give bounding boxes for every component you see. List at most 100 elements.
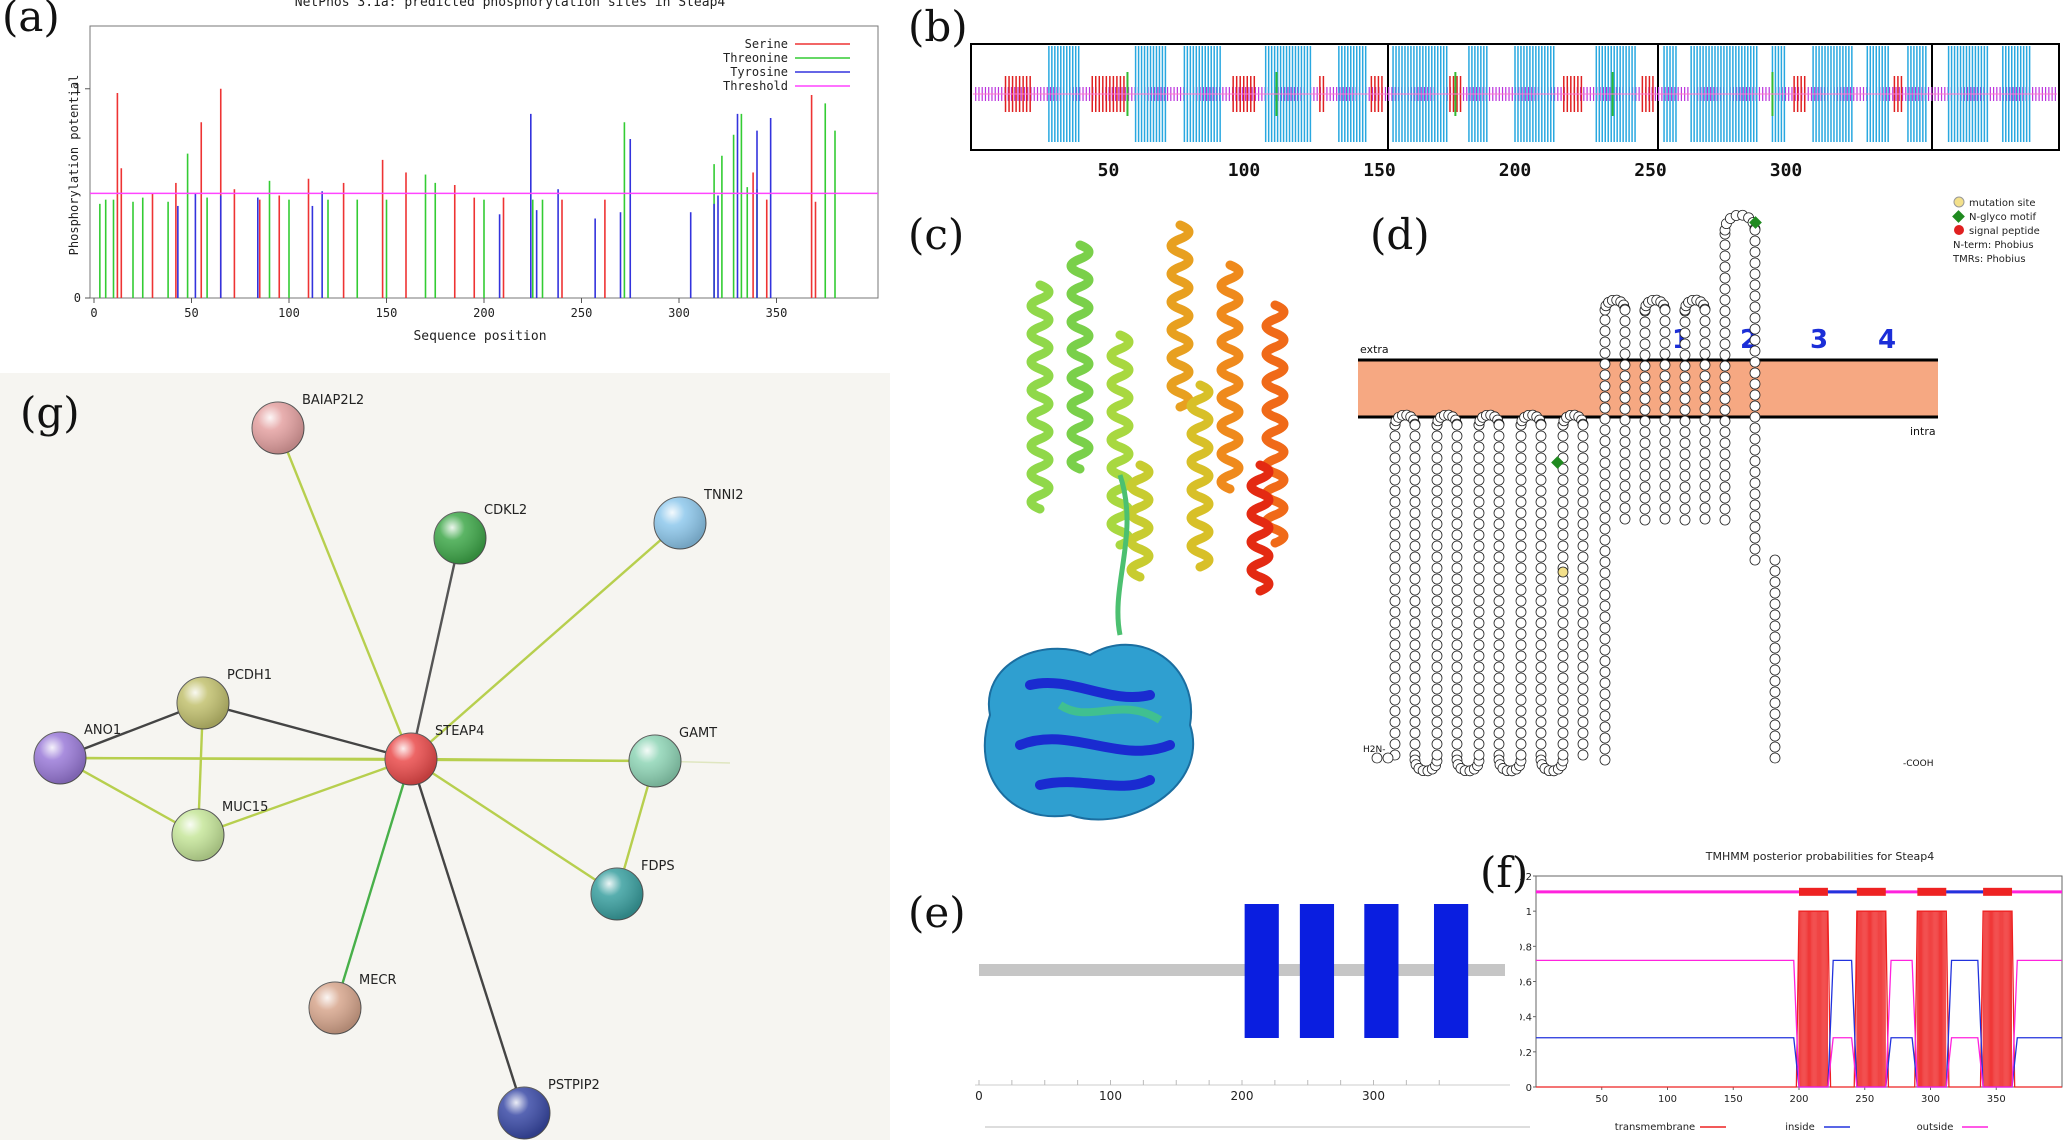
residue [1659,326,1671,338]
residue [1493,496,1505,508]
residue [1451,441,1463,453]
residue [1599,655,1611,667]
residue [1769,620,1781,632]
residue [1535,738,1547,750]
residue [1679,360,1691,372]
tmhmm-y-tick-label: 1.2 [1520,872,1532,883]
domain-tick-label: 200 [1231,1089,1254,1103]
netphos-ylabel: Phosphorylation potential [67,75,81,256]
residue [1577,518,1589,530]
residue [1409,738,1421,750]
residue [1389,661,1401,673]
residue [1431,540,1443,552]
residue [1769,697,1781,709]
residue [1599,457,1611,469]
residue [1431,573,1443,585]
residue [1749,356,1761,368]
residue [1515,749,1527,761]
residue [1515,562,1527,574]
residue [1473,551,1485,563]
residue [1679,382,1691,394]
residue [1557,507,1569,519]
tmhmm-line-outside [1536,959,2062,1088]
residue [1493,727,1505,739]
residue [1409,727,1421,739]
residue [1389,573,1401,585]
network-node: PSTPIP2 [497,1078,600,1140]
residue [1749,268,1761,280]
residue [1679,514,1691,526]
residue [1557,518,1569,530]
residue [1389,463,1401,475]
residue [1473,518,1485,530]
residue [1659,491,1671,503]
residue [1749,554,1761,566]
residue [1389,683,1401,695]
node-shine [172,809,224,861]
residue [1389,551,1401,563]
residue [1599,391,1611,403]
residue [1719,316,1731,328]
residue [1599,358,1611,370]
residue [1577,705,1589,717]
residue [1451,452,1463,464]
network-edge [410,757,618,896]
residue [1749,499,1761,511]
network-node: GAMT [628,726,717,788]
residue [1473,474,1485,486]
residue [1409,463,1421,475]
residue [1535,430,1547,442]
network-edge [410,522,681,760]
residue [1639,503,1651,515]
residue [1769,686,1781,698]
netphos-legend-label: Serine [745,37,788,51]
residue [1619,315,1631,327]
residue [1749,433,1761,445]
residue [1493,507,1505,519]
residue [1473,430,1485,442]
residue [1749,345,1761,357]
residue [1719,239,1731,251]
network-edge [59,756,656,763]
residue [1599,677,1611,689]
residue [1473,573,1485,585]
residue [1749,543,1761,555]
residue [1557,441,1569,453]
residue [1639,360,1651,372]
netphos-legend-label: Threshold [723,79,788,93]
residue [1493,518,1505,530]
residue [1389,595,1401,607]
residue [1431,705,1443,717]
residue [1473,683,1485,695]
residue [1699,414,1711,426]
residue [1515,595,1527,607]
network-node: MECR [308,973,397,1035]
residue [1769,719,1781,731]
residue [1409,430,1421,442]
c-terminus: -COOH [1903,759,1933,769]
residue [1451,463,1463,475]
residue [1557,661,1569,673]
residue [1409,683,1421,695]
residue [1699,502,1711,514]
network-node: ANO1 [33,723,121,785]
residue [1431,452,1443,464]
residue [1769,576,1781,588]
residue [1535,639,1547,651]
residue [1749,301,1761,313]
residue [1409,474,1421,486]
residue [1473,540,1485,552]
residue [1639,514,1651,526]
residue [1619,425,1631,437]
residue [1599,721,1611,733]
residue [1535,540,1547,552]
residue [1389,716,1401,728]
residue [1599,468,1611,480]
residue [1699,348,1711,360]
tm-domain-box [1433,904,1469,1038]
residue [1557,496,1569,508]
residue [1719,382,1731,394]
topology-legend: mutation site N-glyco motif signal pepti… [1952,196,2040,265]
residue [1535,694,1547,706]
residue [1599,556,1611,568]
